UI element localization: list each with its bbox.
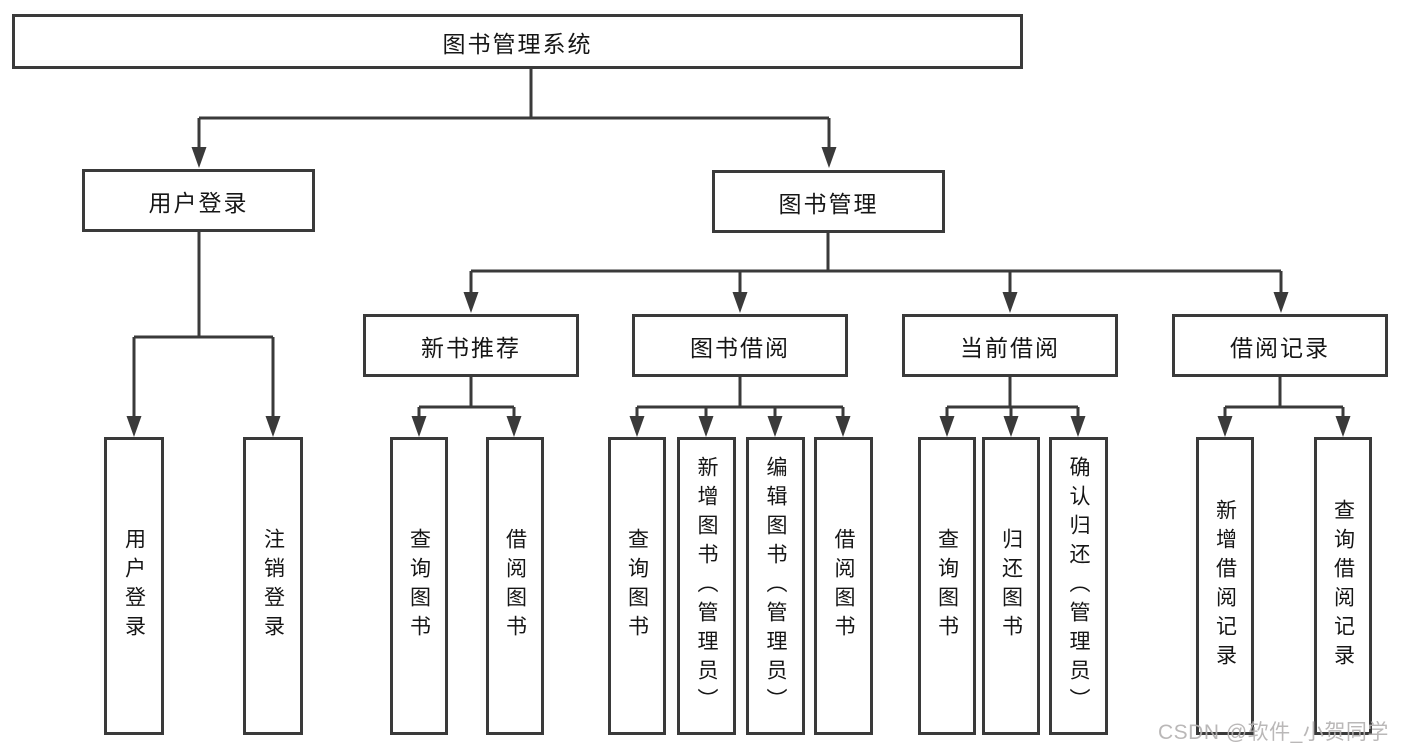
leaf-logout: 注销登录 (243, 437, 303, 735)
node-root: 图书管理系统 (12, 14, 1023, 69)
watermark: CSDN @软件_小贺同学 (1158, 721, 1389, 744)
connector-user-login (132, 232, 275, 419)
connector-root (197, 69, 831, 150)
node-user-login: 用户登录 (82, 169, 315, 232)
arrowhead (1070, 416, 1086, 437)
node-current-borrow: 当前借阅 (902, 314, 1118, 377)
arrowhead (191, 147, 207, 168)
arrowhead (126, 416, 142, 437)
connector-book-borrow (635, 377, 845, 419)
arrowhead (732, 292, 748, 313)
leaf-cb-query-books: 查询图书 (918, 437, 976, 735)
leaf-bb-query-books: 查询图书 (608, 437, 666, 735)
arrowhead (1273, 292, 1289, 313)
arrowhead (1217, 416, 1233, 437)
arrowhead (265, 416, 281, 437)
arrowheads (126, 147, 1351, 437)
arrowhead (1002, 292, 1018, 313)
leaf-bb-edit-books-admin: 编辑图书（管理员） (746, 437, 805, 735)
connector-borrow-records (1223, 377, 1345, 419)
arrowhead (463, 292, 479, 313)
connector-current-borrow (945, 377, 1080, 419)
arrowhead (821, 147, 837, 168)
leaf-br-add-record: 新增借阅记录 (1196, 437, 1254, 735)
leaf-br-query-record: 查询借阅记录 (1314, 437, 1372, 735)
leaf-bb-borrow-books: 借阅图书 (814, 437, 873, 735)
node-borrow-records: 借阅记录 (1172, 314, 1388, 377)
arrowhead (1003, 416, 1019, 437)
leaf-cb-confirm-return-admin: 确认归还（管理员） (1049, 437, 1108, 735)
leaf-bb-add-books-admin: 新增图书（管理员） (677, 437, 736, 735)
arrowhead (835, 416, 851, 437)
arrowhead (939, 416, 955, 437)
leaf-cb-return-books: 归还图书 (982, 437, 1040, 735)
arrowhead (411, 416, 427, 437)
arrowhead (506, 416, 522, 437)
arrowhead (1335, 416, 1351, 437)
arrowhead (629, 416, 645, 437)
connector-book-management (469, 233, 1283, 295)
node-new-book-recommend: 新书推荐 (363, 314, 579, 377)
leaf-nb-query-books: 查询图书 (390, 437, 448, 735)
leaf-user-login: 用户登录 (104, 437, 164, 735)
node-book-management: 图书管理 (712, 170, 945, 233)
connector-new-book-recommend (417, 377, 516, 419)
arrowhead (767, 416, 783, 437)
leaf-nb-borrow-books: 借阅图书 (486, 437, 544, 735)
node-book-borrow: 图书借阅 (632, 314, 848, 377)
arrowhead (698, 416, 714, 437)
